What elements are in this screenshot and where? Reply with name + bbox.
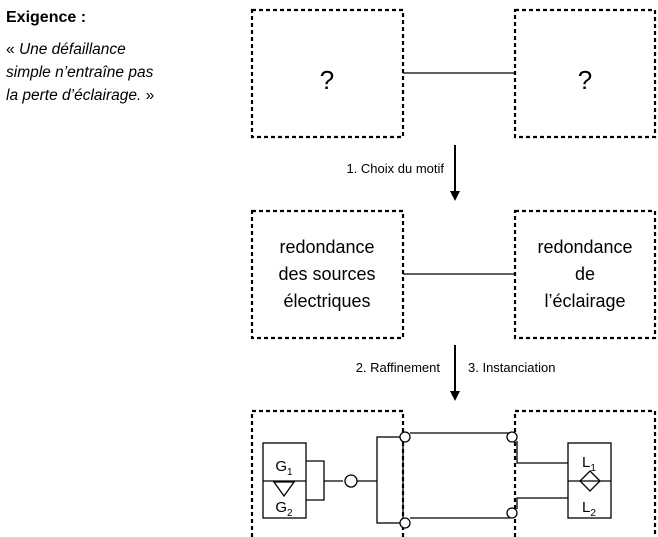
quote-line-3: la perte d’éclairage.	[6, 87, 142, 104]
generator-2-label: G2	[275, 499, 293, 519]
generator-1-label: G1	[275, 458, 293, 478]
step-3-label: 3. Instanciation	[468, 360, 555, 375]
lighting-port-top	[506, 431, 518, 443]
lighting-port-bottom	[506, 507, 518, 519]
quote-line-1: Une défaillance	[18, 41, 126, 58]
sources-line-2: des sources	[278, 264, 375, 284]
sources-redundancy-box	[250, 209, 405, 340]
requirement-text: « Une défaillance simple n’entraîne pas …	[6, 38, 236, 107]
requirement-panel: Exigence : « Une défaillance simple n’en…	[6, 6, 236, 107]
sources-line-1: redondance	[279, 237, 374, 257]
top-left-question: ?	[320, 65, 334, 95]
requirement-title: Exigence :	[6, 9, 87, 26]
lighting-line-3: l’éclairage	[544, 291, 625, 311]
lamp-2-label: L2	[582, 499, 596, 519]
lighting-line-1: redondance	[537, 237, 632, 257]
lighting-line-2: de	[575, 264, 595, 284]
sources-line-3: électriques	[283, 291, 370, 311]
lamp-1-label: L1	[582, 454, 596, 474]
quote-line-2: simple n’entraîne pas	[6, 64, 154, 81]
lamps-block	[567, 442, 612, 519]
wire-lamp-1	[516, 441, 568, 464]
lighting-implementation-frame	[513, 409, 657, 537]
generators-block	[262, 436, 404, 524]
wire-lamp-2	[516, 497, 568, 509]
source-port-bottom	[399, 517, 411, 529]
step-2-label: 2. Raffinement	[356, 360, 441, 375]
quote-open: «	[6, 41, 19, 58]
quote-close: »	[141, 87, 155, 104]
top-left-box	[250, 8, 405, 139]
top-right-question: ?	[578, 65, 592, 95]
step-1-label: 1. Choix du motif	[346, 161, 444, 176]
source-port-top	[399, 431, 411, 443]
